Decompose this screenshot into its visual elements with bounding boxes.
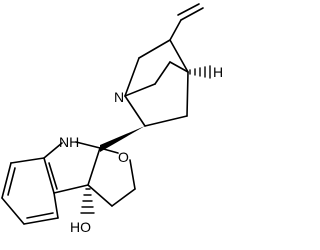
hashed-bond-h <box>189 65 211 79</box>
bond-c2-c3 <box>144 115 188 127</box>
vinyl-group <box>169 3 204 41</box>
bond-c8-c4 <box>169 61 189 73</box>
bond-vinyl-1 <box>169 19 182 41</box>
hashed-bond-oh <box>80 188 95 214</box>
bond-n-c2 <box>124 95 146 127</box>
bond-c5-c4-double <box>26 212 54 219</box>
bond-ch2-c3a <box>87 184 113 207</box>
bond-n-c6 <box>124 57 140 97</box>
atom-label-n-bridgehead: N <box>114 89 124 105</box>
bond-spiro-n <box>75 141 101 149</box>
bond-vinyl-2-double <box>177 3 200 16</box>
atom-label-oh-hydroxyl: HO <box>70 219 91 235</box>
bond-spiro-c3a <box>87 147 101 186</box>
bond-c5-c4 <box>23 217 59 225</box>
bond-c7-c8 <box>154 61 171 85</box>
bond-c7a-c7 <box>10 157 45 164</box>
quinuclidine-bonds <box>124 39 189 127</box>
atom-label-o-ring: O <box>118 149 129 165</box>
bond-c5-c4 <box>169 39 189 73</box>
bond-ch2-ch2 <box>111 188 136 207</box>
bond-c7-c6 <box>1 162 12 199</box>
spiro-bonds <box>75 141 136 207</box>
wedge-bond-c2-spiro <box>100 126 145 152</box>
bond-c6-c5 <box>138 39 171 59</box>
atom-label-nh-indoline: NH <box>59 134 79 150</box>
bond-c7a-c3b-double <box>48 162 58 190</box>
bond-o-ch2 <box>129 159 136 190</box>
molecule-diagram: N H NH O HO <box>1 3 223 235</box>
bond-n-c7a <box>43 142 63 159</box>
bond-n-c7 <box>124 83 156 97</box>
bond-c3b-c3a <box>53 184 89 194</box>
bond-vinyl-2 <box>180 7 204 21</box>
structure-canvas: N H NH O HO <box>1 3 224 235</box>
bond-c7-c6-double <box>7 167 16 196</box>
benzene-ring <box>1 142 89 225</box>
atom-label-h-bridgehead: H <box>213 64 223 80</box>
bond-c7a-c3b <box>43 157 55 194</box>
bond-c3-c4 <box>186 71 189 117</box>
bond-c6-c5 <box>1 197 25 225</box>
bond-spiro-o <box>99 147 119 154</box>
bond-c4-c3b <box>53 192 59 219</box>
